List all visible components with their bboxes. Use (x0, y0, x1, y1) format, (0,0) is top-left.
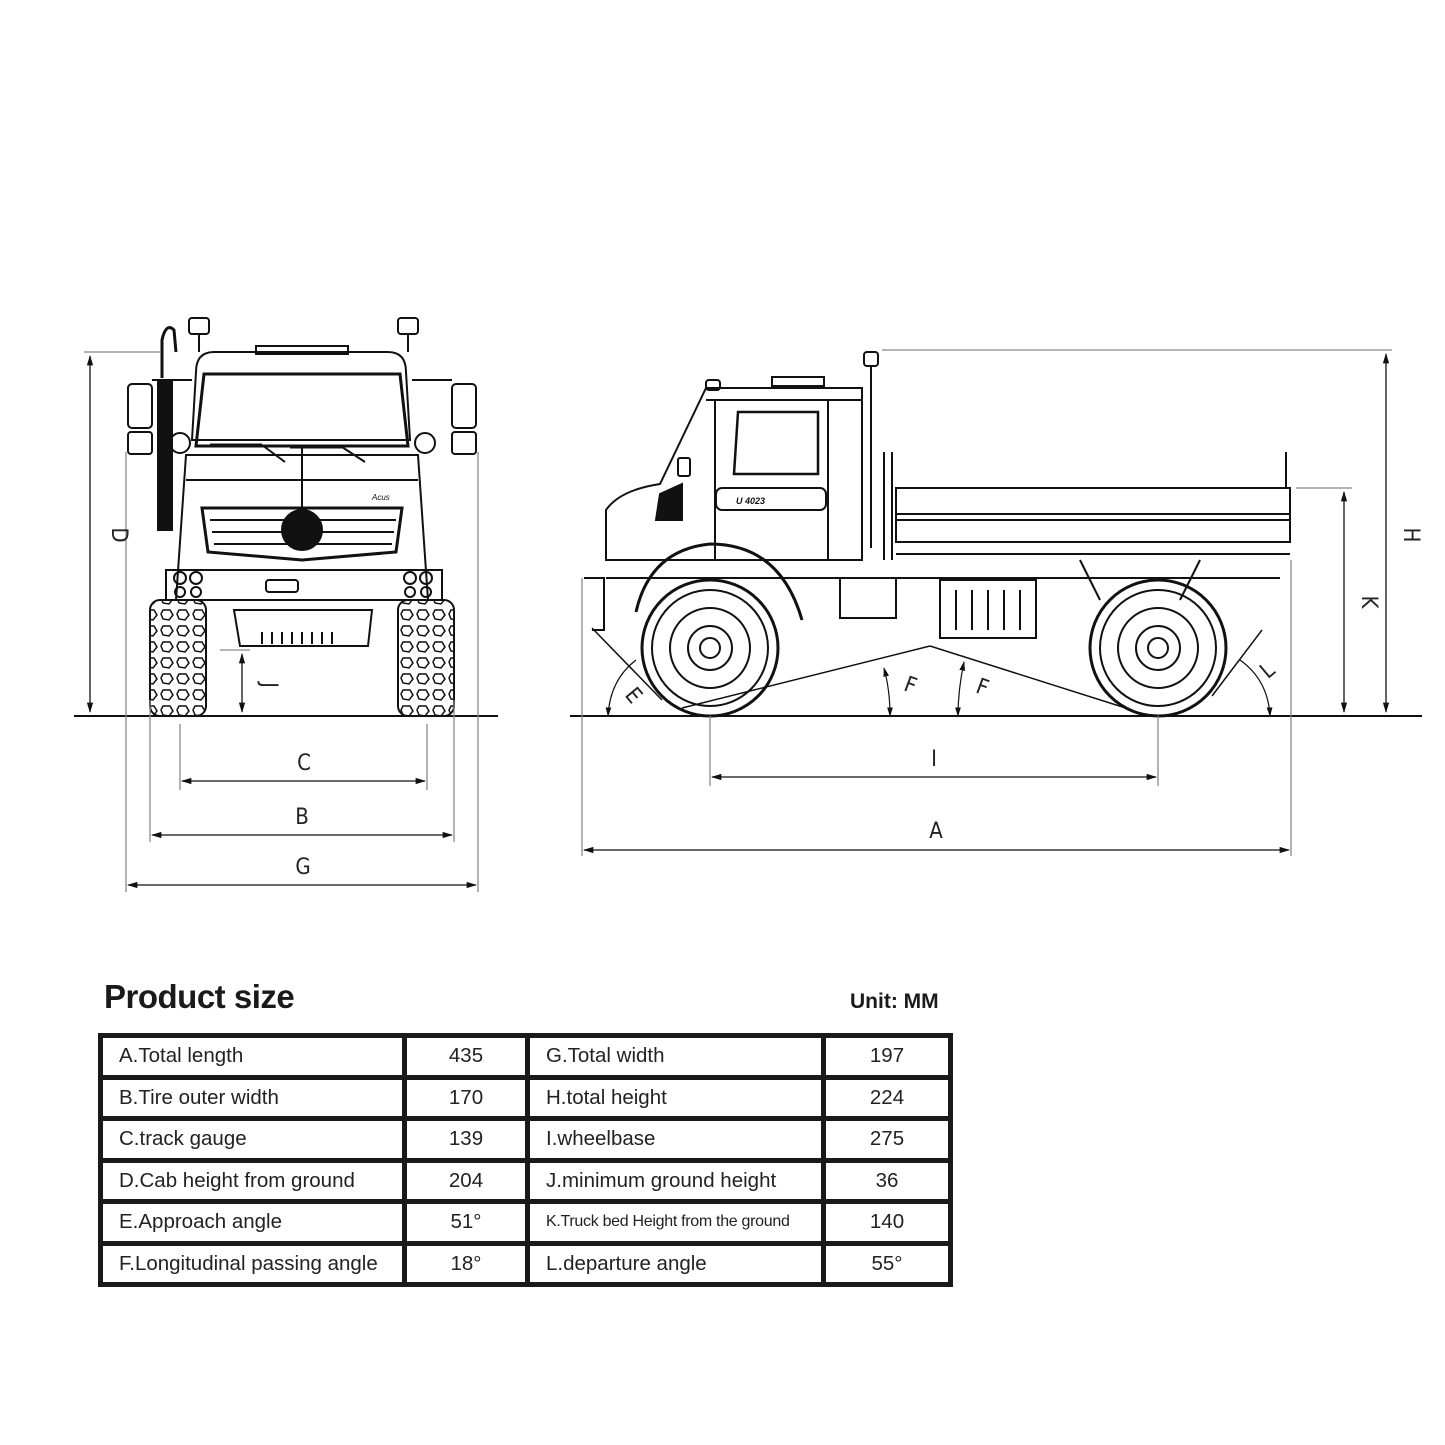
dim-label-j: J (256, 680, 281, 688)
spec-value: 275 (821, 1116, 953, 1163)
spec-label: J.minimum ground height (525, 1157, 826, 1204)
table-row: C.track gauge 139 I.wheelbase 275 (98, 1116, 953, 1163)
dim-label-c: C (297, 751, 311, 776)
spec-label: A.Total length (98, 1033, 407, 1080)
spec-label: I.wheelbase (525, 1116, 826, 1163)
svg-text:Acus: Acus (371, 493, 390, 502)
spec-label: E.Approach angle (98, 1199, 407, 1246)
dim-label-f-2: F (973, 674, 992, 701)
spec-value: 170 (402, 1074, 530, 1121)
dim-label-a: A (929, 819, 943, 844)
product-size-table: A.Total length 435 G.Total width 197 B.T… (98, 1033, 953, 1287)
dim-label-b: B (295, 805, 309, 830)
spec-value: 51° (402, 1199, 530, 1246)
dim-label-d: D (106, 527, 131, 542)
table-row: D.Cab height from ground 204 J.minimum g… (98, 1157, 953, 1204)
spec-label: H.total height (525, 1074, 826, 1121)
dimension-diagram: Acus C B G D J (74, 317, 1423, 892)
spec-value: 36 (821, 1157, 953, 1204)
spec-value: 435 (402, 1033, 530, 1080)
spec-label: G.Total width (525, 1033, 826, 1080)
spec-label: F.Longitudinal passing angle (98, 1240, 407, 1287)
dim-label-f-1: F (901, 672, 920, 699)
table-row: A.Total length 435 G.Total width 197 (98, 1033, 953, 1080)
door-badge-text: U 4023 (736, 496, 765, 506)
spec-label: K.Truck bed Height from the ground (525, 1199, 826, 1246)
dim-label-e: E (619, 683, 646, 709)
spec-value: 204 (402, 1157, 530, 1204)
spec-value: 18° (402, 1240, 530, 1287)
table-row: F.Longitudinal passing angle 18° L.depar… (98, 1240, 953, 1287)
dim-label-h: H (1398, 528, 1423, 543)
spec-label: D.Cab height from ground (98, 1157, 407, 1204)
front-view-drawing: Acus (74, 317, 498, 717)
spec-value: 224 (821, 1074, 953, 1121)
table-row: E.Approach angle 51° K.Truck bed Height … (98, 1199, 953, 1246)
spec-label: L.departure angle (525, 1240, 826, 1287)
dim-label-i: I (931, 747, 937, 772)
spec-value: 140 (821, 1199, 953, 1246)
dim-label-g: G (295, 855, 310, 880)
front-view-dimensions (84, 351, 479, 892)
spec-label: C.track gauge (98, 1116, 407, 1163)
table-row: B.Tire outer width 170 H.total height 22… (98, 1074, 953, 1121)
spec-label: B.Tire outer width (98, 1074, 407, 1121)
spec-value: 139 (402, 1116, 530, 1163)
spec-value: 197 (821, 1033, 953, 1080)
spec-value: 55° (821, 1240, 953, 1287)
side-view-drawing (570, 351, 1422, 718)
product-size-title: Product size (104, 978, 295, 1015)
unit-label: Unit: MM (850, 990, 939, 1013)
side-view-dimensions (581, 349, 1392, 856)
dim-label-k: K (1356, 596, 1381, 610)
